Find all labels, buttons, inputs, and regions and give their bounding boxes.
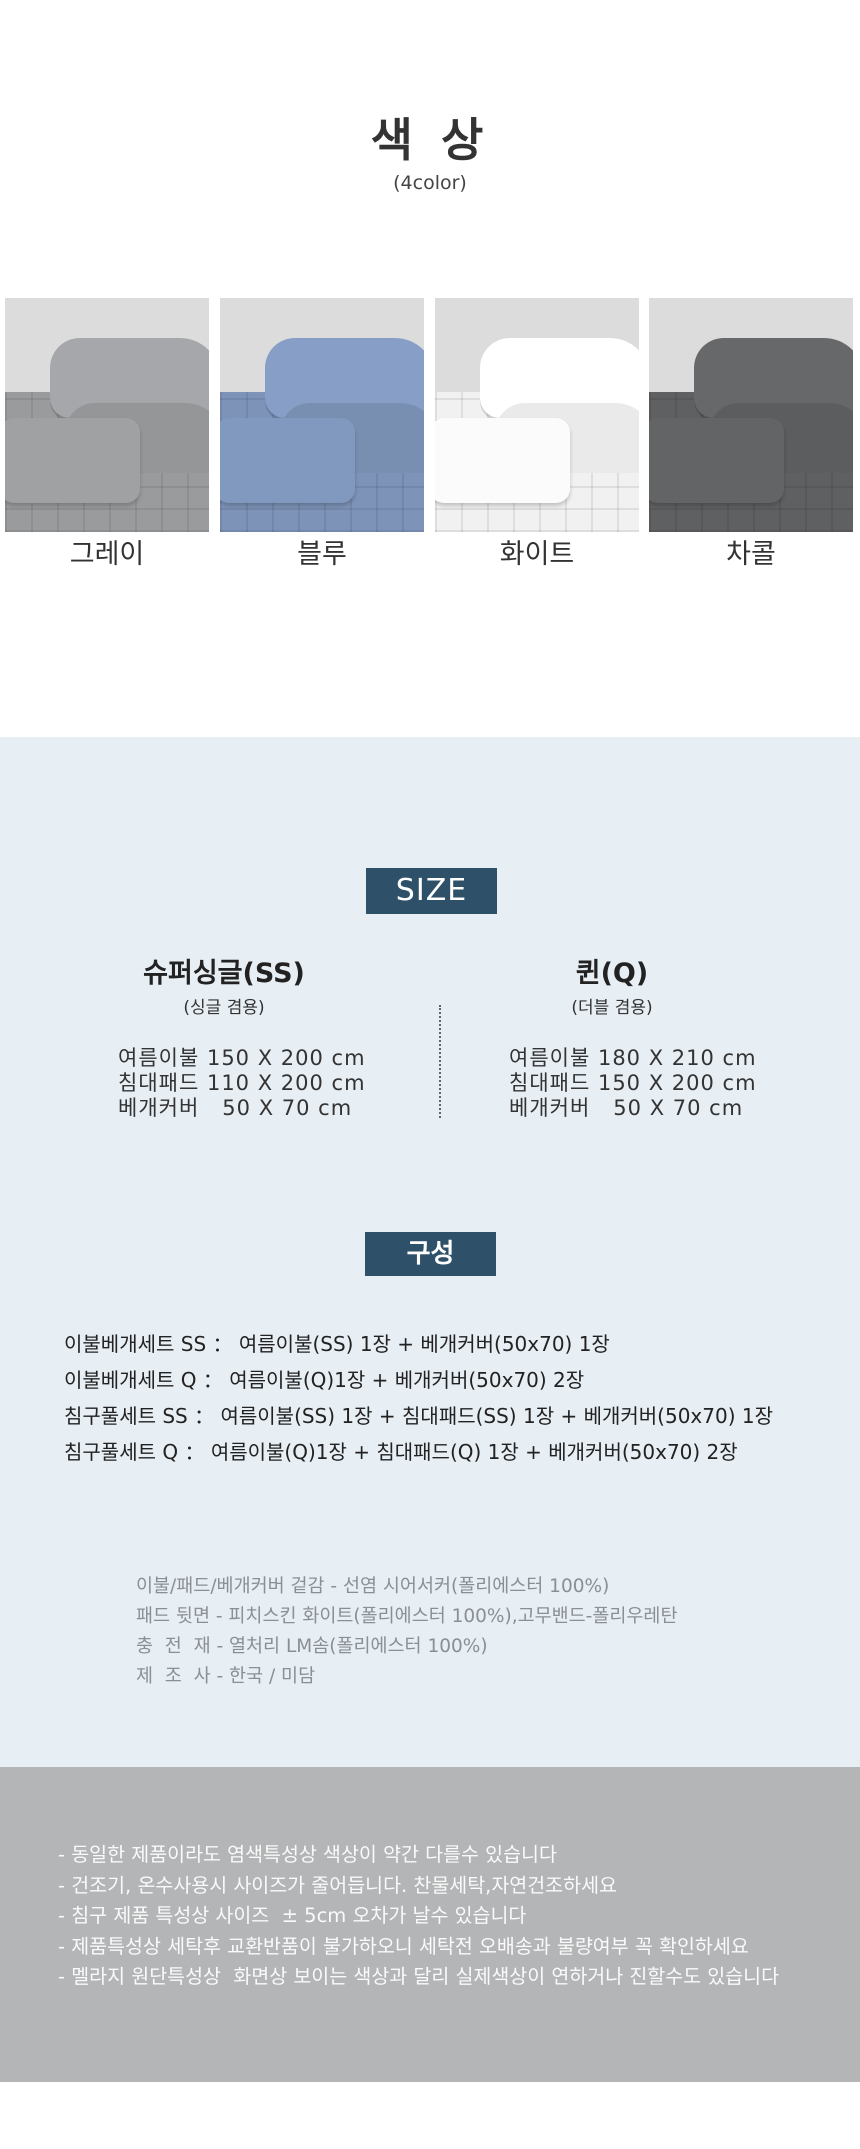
notice-panel bbox=[0, 1767, 860, 2082]
size-row: 침대패드 110 X 200 cm bbox=[118, 1071, 366, 1095]
color-label-blue: 블루 bbox=[297, 539, 347, 570]
color-section-title: 색 상 bbox=[370, 113, 490, 167]
composition-item: 침구풀세트 SS ： 여름이불(SS) 1장 + 침대패드(SS) 1장 + 베… bbox=[64, 1404, 773, 1428]
size-q-name: 퀸(Q) bbox=[575, 958, 649, 989]
color-photo-gray bbox=[5, 298, 209, 532]
material-item: 충 전 재 - 열처리 LM솜(폴리에스터 100%) bbox=[136, 1636, 488, 1657]
color-label-white: 화이트 bbox=[499, 539, 575, 570]
size-q-rows: 여름이불 180 X 210 cm 침대패드 150 X 200 cm 베개커버… bbox=[509, 1046, 757, 1121]
color-photo-blue bbox=[220, 298, 424, 532]
composition-item: 이불베개세트 SS ： 여름이불(SS) 1장 + 베개커버(50x70) 1장 bbox=[64, 1332, 610, 1356]
size-row: 침대패드 150 X 200 cm bbox=[509, 1071, 757, 1095]
material-item: 패드 뒷면 - 피치스킨 화이트(폴리에스터 100%),고무밴드-폴리우레탄 bbox=[136, 1606, 678, 1627]
color-label-charcoal: 차콜 bbox=[726, 539, 776, 570]
photo-folded-blanket bbox=[435, 418, 570, 503]
color-label-gray: 그레이 bbox=[69, 539, 145, 570]
size-row: 여름이불 180 X 210 cm bbox=[509, 1046, 757, 1070]
material-item: 이불/패드/베개커버 겉감 - 선염 시어서커(폴리에스터 100%) bbox=[136, 1576, 610, 1597]
color-photo-charcoal bbox=[649, 298, 853, 532]
size-row: 베개커버 50 X 70 cm bbox=[118, 1096, 353, 1120]
notice-list: - 동일한 제품이라도 염색특성상 색상이 약간 다를수 있습니다 - 건조기,… bbox=[58, 1840, 779, 1993]
composition-list: 이불베개세트 SS ： 여름이불(SS) 1장 + 베개커버(50x70) 1장… bbox=[64, 1326, 773, 1470]
notice-item: - 제품특성상 세탁후 교환반품이 불가하오니 세탁전 오배송과 불량여부 꼭 … bbox=[58, 1934, 749, 1958]
color-count: (4color) bbox=[393, 172, 467, 194]
photo-folded-blanket bbox=[649, 418, 784, 503]
material-item: 제 조 사 - 한국 / 미담 bbox=[136, 1666, 316, 1687]
composition-heading: 구성 bbox=[365, 1232, 496, 1276]
size-q-sub: (더블 겸용) bbox=[571, 998, 653, 1018]
size-heading: SIZE bbox=[366, 868, 497, 914]
size-ss-sub: (싱글 겸용) bbox=[183, 998, 265, 1018]
size-row: 베개커버 50 X 70 cm bbox=[509, 1096, 744, 1120]
notice-item: - 동일한 제품이라도 염색특성상 색상이 약간 다를수 있습니다 bbox=[58, 1843, 557, 1866]
size-ss-name: 슈퍼싱글(SS) bbox=[143, 958, 305, 989]
composition-item: 침구풀세트 Q ： 여름이불(Q)1장 + 침대패드(Q) 1장 + 베개커버(… bbox=[64, 1440, 738, 1464]
size-row: 여름이불 150 X 200 cm bbox=[118, 1046, 366, 1070]
photo-folded-blanket bbox=[5, 418, 140, 503]
composition-item: 이불베개세트 Q ： 여름이불(Q)1장 + 베개커버(50x70) 2장 bbox=[64, 1368, 585, 1392]
divider bbox=[439, 1005, 441, 1118]
notice-item: - 건조기, 온수사용시 사이즈가 줄어듭니다. 찬물세탁,자연건조하세요 bbox=[58, 1873, 617, 1897]
notice-item: - 멜라지 원단특성상 화면상 보이는 색상과 달리 실제색상이 연하거나 진할… bbox=[58, 1965, 780, 1988]
color-photo-white bbox=[435, 298, 639, 532]
photo-folded-blanket bbox=[220, 418, 355, 503]
notice-item: - 침구 제품 특성상 사이즈 ± 5cm 오차가 날수 있습니다 bbox=[58, 1904, 527, 1927]
materials-list: 이불/패드/베개커버 겉감 - 선염 시어서커(폴리에스터 100%) 패드 뒷… bbox=[136, 1572, 677, 1692]
size-ss-rows: 여름이불 150 X 200 cm 침대패드 110 X 200 cm 베개커버… bbox=[118, 1046, 366, 1121]
